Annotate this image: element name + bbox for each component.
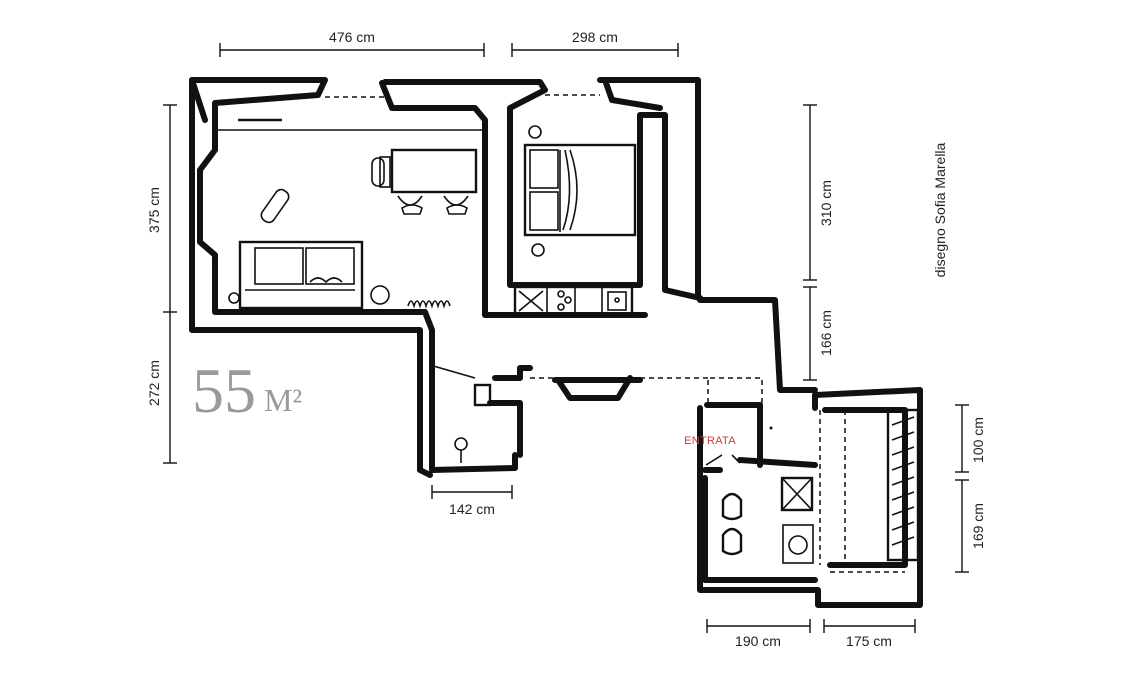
dim-top-right-label: 298 cm	[572, 29, 618, 45]
dim-right-upper-label: 310 cm	[818, 180, 834, 226]
bedside-lamps	[528, 125, 545, 257]
wardrobe	[886, 408, 920, 562]
bathroom-fixtures	[721, 476, 814, 564]
area-number: 55	[192, 355, 256, 426]
dim-right-lower-2-label: 169 cm	[970, 503, 986, 549]
dim-left-lower-label: 272 cm	[146, 360, 162, 406]
entrance-marks	[705, 426, 773, 466]
dining-table	[371, 148, 478, 215]
dim-top-left-label: 476 cm	[329, 29, 375, 45]
dim-right-lower-1-label: 100 cm	[970, 417, 986, 463]
armchair	[260, 188, 290, 224]
entrance-label: ENTRATA	[684, 435, 736, 447]
dim-bottom-right-2-label: 175 cm	[846, 633, 892, 649]
credit-label: disegno Sofia Marella	[932, 142, 948, 277]
sofa	[238, 240, 364, 310]
interior-lines	[215, 94, 905, 573]
lower-room-fixtures	[454, 383, 492, 463]
area-label: 55 M²	[192, 355, 302, 426]
dim-right-middle-label: 166 cm	[818, 310, 834, 356]
dimension-lines	[163, 43, 969, 633]
kitchen-counter	[513, 285, 634, 317]
radiator	[407, 300, 451, 309]
dim-bottom-mid-label: 142 cm	[449, 501, 495, 517]
side-tables	[228, 285, 390, 305]
bed	[523, 143, 637, 237]
dim-bottom-right-1-label: 190 cm	[735, 633, 781, 649]
walls	[189, 77, 923, 608]
area-unit: M²	[264, 382, 302, 418]
dim-left-upper-label: 375 cm	[146, 187, 162, 233]
